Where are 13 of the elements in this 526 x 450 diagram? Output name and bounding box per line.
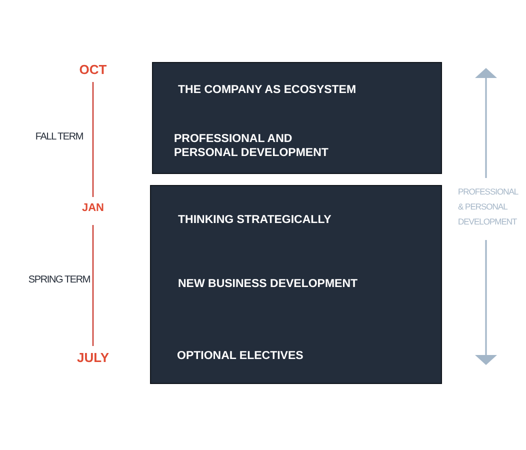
module-title: THE COMPANY AS ECOSYSTEM <box>178 83 356 97</box>
term-label: FALL TERM <box>35 132 83 142</box>
module-title: PROFESSIONAL AND PERSONAL DEVELOPMENT <box>174 132 330 160</box>
term-label: SPRING TERM <box>28 274 90 286</box>
arrow-label: PROFESSIONAL & PERSONAL DEVELOPMENT <box>458 186 520 228</box>
module-title: THINKING STRATEGICALLY <box>178 213 332 227</box>
module-title: OPTIONAL ELECTIVES <box>177 349 304 363</box>
module-box <box>150 185 442 384</box>
module-title: NEW BUSINESS DEVELOPMENT <box>178 277 358 291</box>
month-label: OCT <box>79 62 107 78</box>
month-label: JAN <box>82 202 104 214</box>
module-box <box>152 62 442 174</box>
month-label: JULY <box>76 350 110 366</box>
